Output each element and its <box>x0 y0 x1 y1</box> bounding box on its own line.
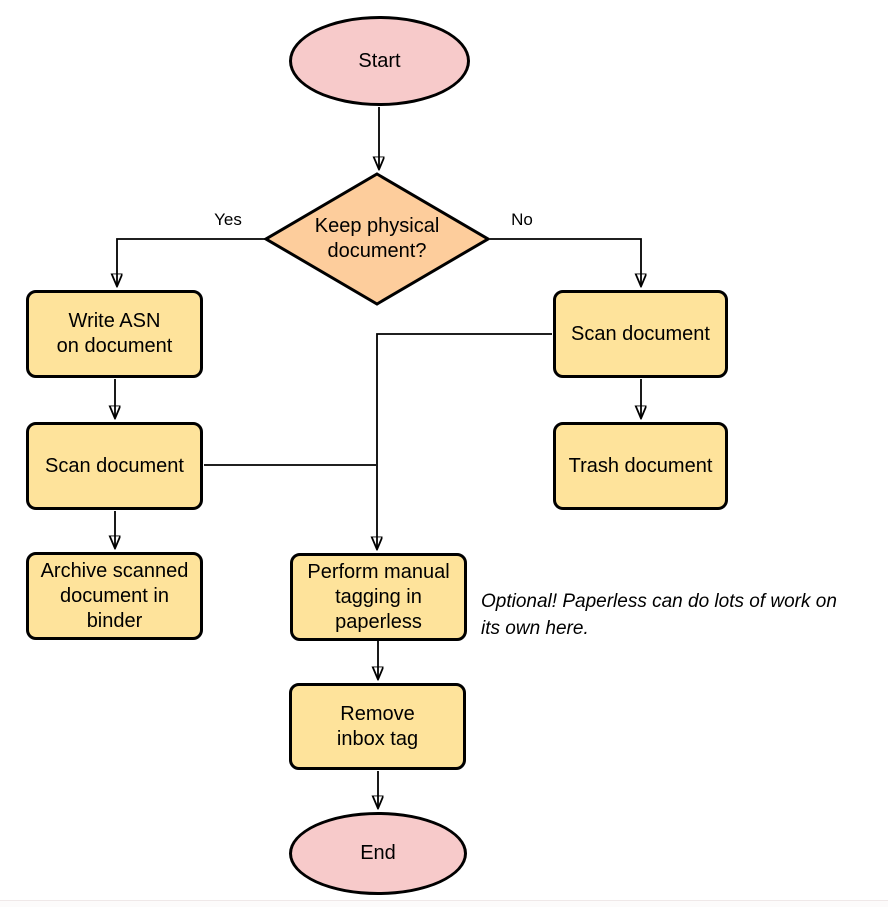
node-start-label: Start <box>358 49 401 72</box>
page-bottom-border <box>0 900 888 901</box>
node-remove-inbox-label: Remove inbox tag <box>336 702 419 750</box>
edge-decision-no-to-scan-right <box>490 238 641 286</box>
node-keep-physical-document: Keep physical document? <box>264 172 490 306</box>
node-write-asn: Write ASN on document <box>26 290 203 378</box>
edge-label-yes: Yes <box>214 210 242 229</box>
page-below-border-area <box>0 901 888 907</box>
node-trash-label: Trash document <box>568 454 713 477</box>
optional-note: Optional! Paperless can do lots of work … <box>481 591 837 639</box>
node-scan-document-right: Scan document <box>553 290 728 378</box>
node-archive-binder: Archive scanned document in binder <box>26 552 203 640</box>
node-remove-inbox-tag: Remove inbox tag <box>289 683 466 770</box>
node-end-label: End <box>360 842 396 864</box>
node-archive-label: Archive scanned document in binder <box>40 559 189 632</box>
edge-decision-yes-to-write-asn <box>117 238 265 286</box>
node-start: Start <box>289 16 470 106</box>
node-write-asn-label: Write ASN on document <box>56 310 173 357</box>
node-scan-document-left: Scan document <box>26 422 203 510</box>
node-trash-document: Trash document <box>553 422 728 510</box>
diamond-shape <box>264 172 490 306</box>
node-scan-right-label: Scan document <box>571 322 710 345</box>
node-scan-left-label: Scan document <box>45 454 184 477</box>
node-keep-physical-label: Keep physical document? <box>314 215 440 262</box>
node-tagging-label: Perform manual tagging in paperless <box>307 560 450 633</box>
edge-scan-right-to-tagging <box>377 333 552 549</box>
edge-label-no: No <box>511 210 533 229</box>
node-end: End <box>289 812 467 895</box>
node-manual-tagging: Perform manual tagging in paperless <box>290 553 467 641</box>
